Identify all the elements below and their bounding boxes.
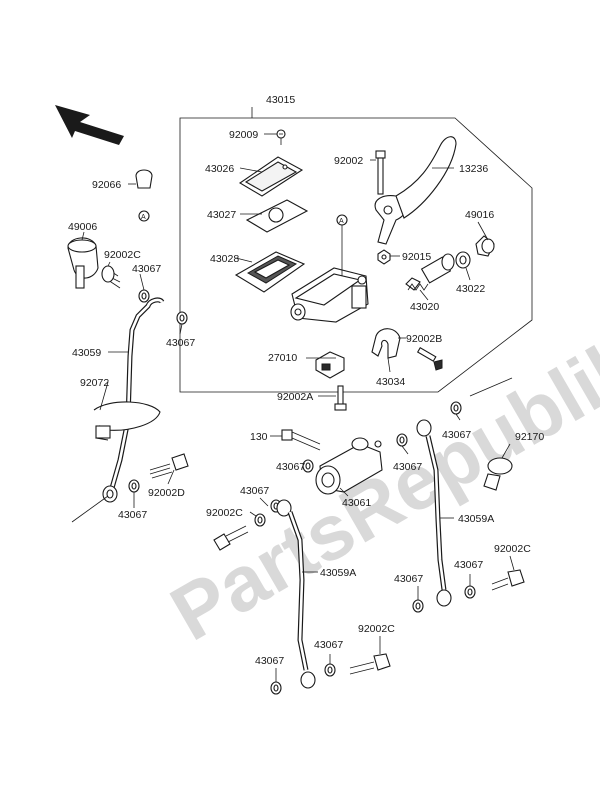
- label-43061: 43061: [342, 497, 371, 509]
- label-43059A-right: 43059A: [458, 513, 494, 525]
- bolt-92002: [375, 150, 386, 195]
- label-43020: 43020: [410, 301, 439, 313]
- circlip-43022: [455, 251, 471, 269]
- label-43034: 43034: [376, 376, 405, 388]
- label-92002D: 92002D: [148, 487, 185, 499]
- label-43067-e: 43067: [393, 461, 422, 473]
- label-43067-f: 43067: [442, 429, 471, 441]
- label-92002B: 92002B: [406, 333, 442, 345]
- direction-arrow-icon: [55, 105, 124, 145]
- label-92002C-top: 92002C: [104, 249, 141, 261]
- leader-lines: [71, 133, 515, 682]
- washer-43067-l: [270, 681, 282, 695]
- bolt-130: [281, 429, 321, 451]
- piston-43020: [405, 253, 455, 291]
- diaphragm-43028: [234, 251, 306, 293]
- washer-43067-c: [128, 479, 140, 493]
- label-43059: 43059: [72, 347, 101, 359]
- washer-43067-e: [396, 433, 408, 447]
- label-43067-i: 43067: [454, 559, 483, 571]
- label-130: 130: [250, 431, 268, 443]
- svg-text:A: A: [339, 218, 344, 225]
- label-92002C-right: 92002C: [494, 543, 531, 555]
- label-43059A-middle: 43059A: [320, 567, 356, 579]
- bracket-92170: [483, 457, 513, 491]
- washer-43067-j: [464, 585, 476, 599]
- label-43067-k: 43067: [255, 655, 284, 667]
- washer-43067-i: [412, 599, 424, 613]
- washer-43067-h: [254, 513, 266, 527]
- reference-marker-a: A: [336, 214, 348, 276]
- label-92002A: 92002A: [277, 391, 313, 403]
- brake-lever-13236: [374, 136, 457, 245]
- part-labels: 43015 92009 92002 13236 43026 43027 4901…: [68, 94, 544, 667]
- hose-clamp-92072: [93, 401, 161, 441]
- label-43028: 43028: [210, 253, 239, 265]
- label-43022: 43022: [456, 283, 485, 295]
- watermark: PartsRepublik: [156, 319, 600, 658]
- washer-43067-d: [302, 459, 314, 473]
- label-13236: 13236: [459, 163, 488, 175]
- label-43067-d: 43067: [276, 461, 305, 473]
- reference-marker-a-left: A: [138, 210, 150, 222]
- svg-text:A: A: [141, 214, 146, 221]
- label-43027: 43027: [207, 209, 236, 221]
- label-43067-g: 43067: [240, 485, 269, 497]
- screw-92009: [276, 129, 286, 145]
- label-43015: 43015: [266, 94, 295, 106]
- washer-43067-f: [450, 401, 462, 415]
- label-43067-j: 43067: [314, 639, 343, 651]
- label-92072: 92072: [80, 377, 109, 389]
- label-43067-c: 43067: [118, 509, 147, 521]
- label-43067-b: 43067: [166, 337, 195, 349]
- switch-27010: [315, 351, 345, 379]
- bolt-92002D: [149, 453, 189, 479]
- label-92015: 92015: [402, 251, 431, 263]
- plate-43027: [245, 199, 309, 233]
- brake-hose-43059A-right: [416, 419, 452, 607]
- screw-92002A: [334, 385, 347, 411]
- bolt-92002B: [416, 347, 443, 371]
- label-49016: 49016: [465, 209, 494, 221]
- label-43067-a: 43067: [132, 263, 161, 275]
- banjo-bolt-92002C-right: [491, 569, 525, 591]
- label-49006: 49006: [68, 221, 97, 233]
- cylinder-43061: [315, 437, 383, 495]
- banjo-bolt-92002C-top: [101, 265, 121, 289]
- nut-92015: [377, 249, 391, 265]
- brake-hose-43059: [102, 297, 165, 503]
- assembly-outline: [179, 117, 533, 393]
- clamp-43034: [371, 328, 401, 359]
- brake-hose-43059A-middle: [276, 499, 316, 689]
- label-43067-h: 43067: [394, 573, 423, 585]
- label-92002C-left: 92002C: [206, 507, 243, 519]
- label-92002C-bottom: 92002C: [358, 623, 395, 635]
- washer-43067-k: [324, 663, 336, 677]
- boot-49016: [475, 235, 495, 257]
- label-92066: 92066: [92, 179, 121, 191]
- washer-43067-a: [138, 289, 150, 303]
- banjo-bolt-92002C-left: [213, 525, 249, 551]
- label-43026: 43026: [205, 163, 234, 175]
- banjo-bolt-92002C-bottom: [349, 653, 391, 675]
- label-92009: 92009: [229, 129, 258, 141]
- fitting-49006: [67, 237, 99, 289]
- label-27010: 27010: [268, 352, 297, 364]
- cap-92066: [135, 169, 153, 189]
- label-92170: 92170: [515, 431, 544, 443]
- label-92002: 92002: [334, 155, 363, 167]
- reservoir-cap-43026: [238, 156, 304, 197]
- washer-43067-b: [176, 311, 188, 325]
- master-cylinder-body: [290, 267, 369, 323]
